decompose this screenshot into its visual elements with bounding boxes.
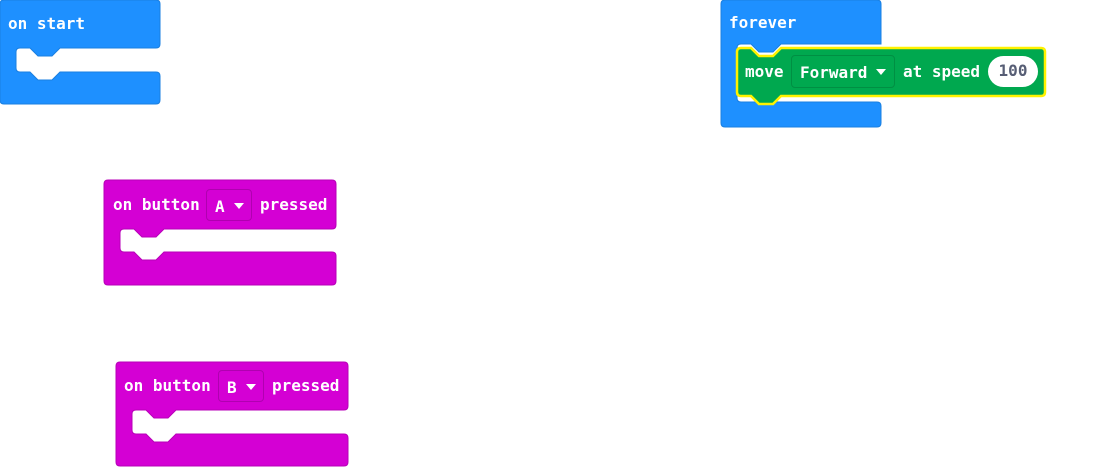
pressed-label: pressed — [272, 376, 340, 395]
button-b-dropdown[interactable]: B — [218, 370, 264, 402]
on-button-b-block[interactable]: on button B pressed — [115, 361, 349, 467]
speed-input[interactable]: 100 — [988, 56, 1038, 87]
chevron-down-icon — [234, 203, 244, 209]
on-button-a-block[interactable]: on button A pressed — [103, 179, 337, 286]
on-button-label: on button — [124, 376, 211, 395]
at-speed-label: at speed — [903, 62, 981, 81]
on-start-block-shape — [0, 0, 161, 105]
pressed-label: pressed — [260, 195, 328, 214]
on-start-label: on start — [8, 14, 86, 33]
on-button-b-block-shape — [115, 361, 349, 467]
button-a-dropdown[interactable]: A — [206, 189, 252, 221]
button-a-value: A — [215, 197, 225, 216]
forever-block[interactable]: forever move Forward at speed 100 — [720, 0, 1051, 128]
move-label: move — [745, 62, 784, 81]
forever-label: forever — [729, 13, 797, 32]
forever-block-shape — [720, 0, 882, 128]
button-b-value: B — [227, 378, 237, 397]
chevron-down-icon — [246, 384, 256, 390]
direction-value: Forward — [800, 63, 868, 82]
on-button-a-block-shape — [103, 179, 337, 286]
direction-dropdown[interactable]: Forward — [791, 55, 895, 88]
move-motor-block[interactable]: move Forward at speed 100 — [735, 46, 1047, 106]
speed-value: 100 — [998, 61, 1028, 80]
chevron-down-icon — [876, 69, 886, 75]
on-button-label: on button — [113, 195, 200, 214]
on-start-block[interactable]: on start — [0, 0, 161, 105]
